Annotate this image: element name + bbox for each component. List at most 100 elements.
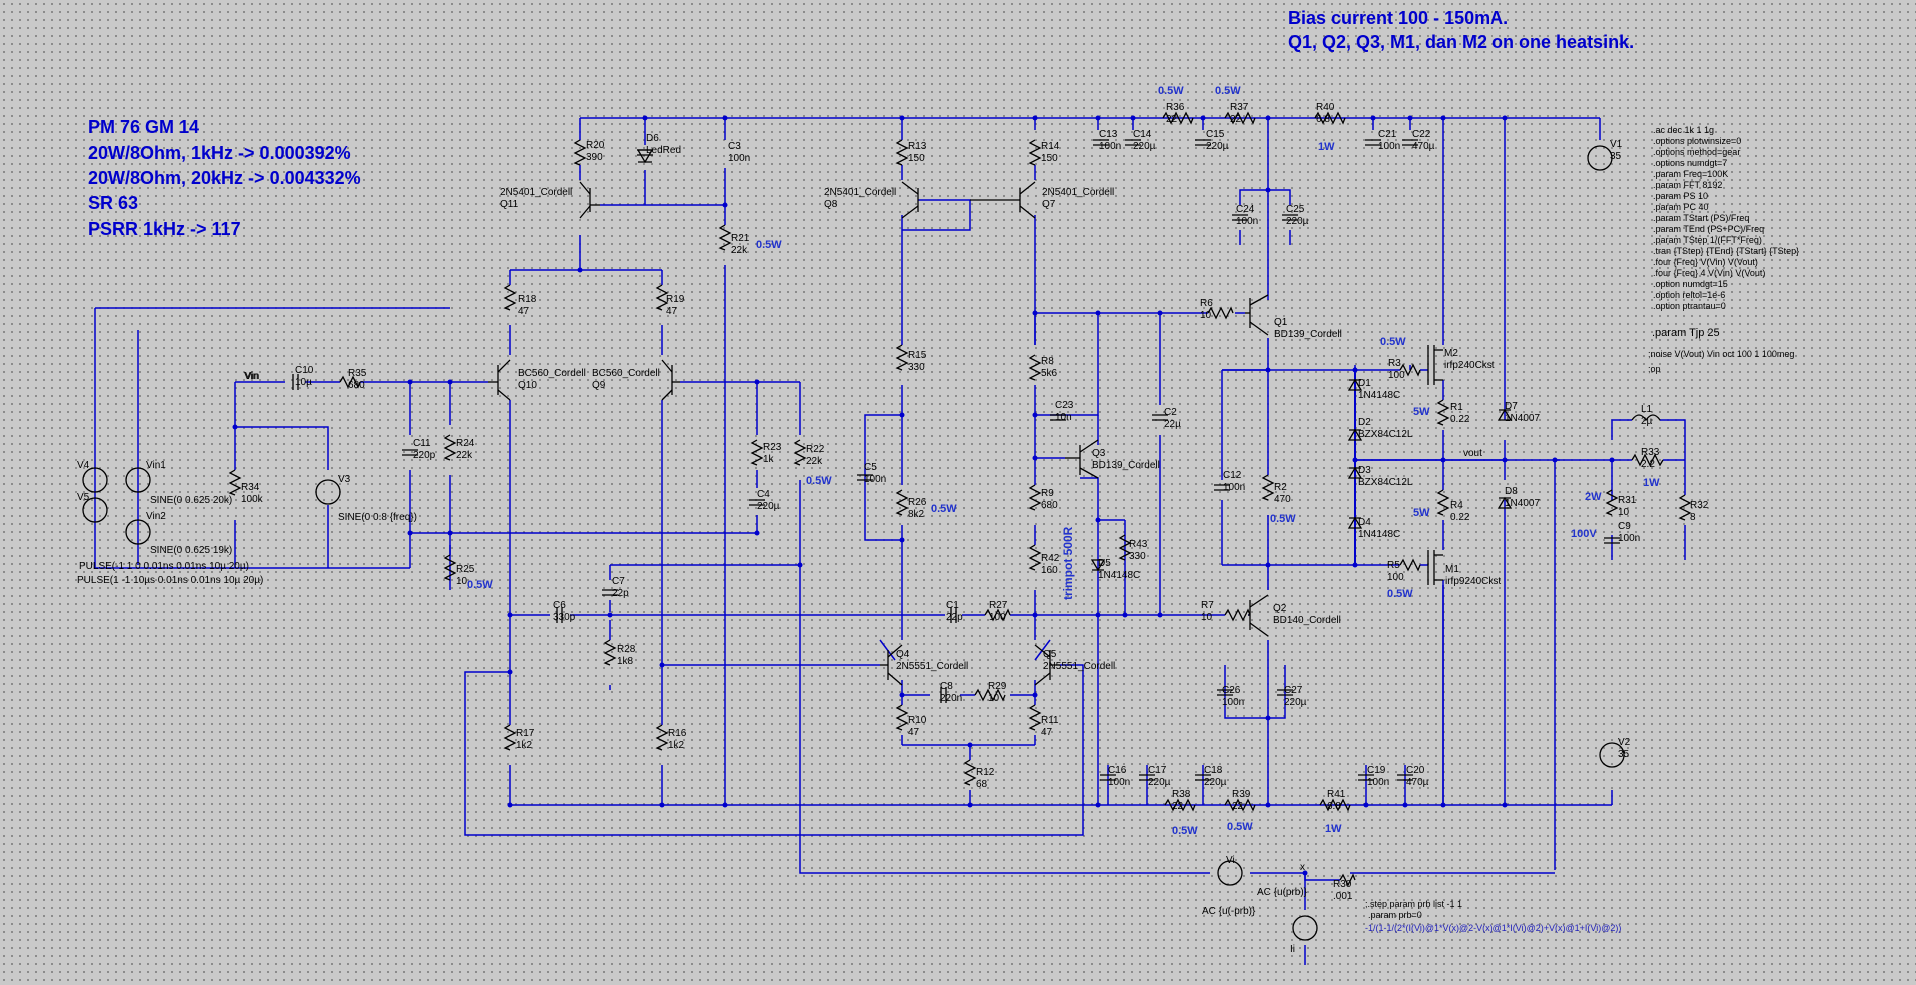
- component-value: 0.22: [1450, 414, 1470, 425]
- component-value: 6.8: [1327, 801, 1341, 812]
- component-value: 220µ: [1284, 697, 1307, 708]
- component-value: 47: [518, 306, 530, 317]
- component-ref: C20: [1406, 765, 1425, 776]
- component-ref: Q1: [1274, 317, 1288, 328]
- component-value: 10: [1201, 612, 1213, 623]
- power-r25: 0.5W: [467, 579, 493, 591]
- component-value: 330: [1129, 551, 1146, 562]
- component-ref: V2: [1618, 737, 1631, 748]
- resistors: [228, 111, 1692, 887]
- spice-directive-line: .param TStep 1/(FFT*Freq): [1653, 235, 1762, 245]
- component-ref: R13: [908, 141, 927, 152]
- spice-directive-line: .options plotwinsize=0: [1653, 136, 1741, 146]
- component-ref: R39: [1232, 789, 1251, 800]
- component-ref: R40: [1316, 102, 1335, 113]
- spice-directive-line: .ac dec 1k 1 1g: [1653, 125, 1714, 135]
- component-ref: R37: [1230, 102, 1249, 113]
- cap-c26-icon: [1217, 689, 1233, 696]
- resistor-r21-icon: [718, 224, 732, 251]
- component-value: 47: [1041, 727, 1053, 738]
- power-r31: 2W: [1585, 491, 1602, 503]
- component-ref: R15: [908, 350, 927, 361]
- spice-directive-line: .param Freq=100K: [1653, 169, 1728, 179]
- component-ref: BC560_Cordell: [592, 368, 660, 379]
- component-value: 8k2: [908, 509, 925, 520]
- component-value: 220µ: [1286, 216, 1309, 227]
- power-r33: 1W: [1643, 477, 1660, 489]
- component-value: 10: [1200, 310, 1212, 321]
- wires: [94, 117, 1686, 965]
- component-ref: R20: [586, 140, 605, 151]
- spice-directive-line: .param FFT 8192: [1653, 180, 1722, 190]
- component-ref: BC560_Cordell: [518, 368, 586, 379]
- component-ref: V5: [77, 492, 90, 503]
- component-ref: C2: [1164, 407, 1177, 418]
- diode-d1-icon: [1347, 378, 1363, 391]
- component-value: 220µ: [757, 501, 780, 512]
- source-v4-icon: [82, 467, 108, 493]
- power-labels: 0.5W 0.5W 1W 0.5W 0.5W 0.5W 0.5W 0.5W 5W…: [467, 85, 1660, 837]
- component-ref: D4: [1358, 517, 1371, 528]
- cap-c21-icon: [1365, 139, 1381, 146]
- note-thd-20khz: 20W/8Ohm, 20kHz -> 0.004332%: [88, 168, 361, 188]
- component-ref: Q4: [896, 649, 910, 660]
- spice-directive-line: .four {Freq} 4 V(Vin) V(Vout): [1653, 268, 1765, 278]
- component-ref: D3: [1358, 465, 1371, 476]
- diode-d7-icon: [1497, 408, 1513, 421]
- component-value: 330p: [553, 612, 576, 623]
- component-ref: 2N5401_Cordell: [500, 187, 572, 198]
- component-value: 10: [456, 576, 468, 587]
- note-heatsink: Q1, Q2, Q3, M1, dan M2 on one heatsink.: [1288, 32, 1634, 52]
- note-psrr: PSRR 1kHz -> 117: [88, 219, 241, 239]
- component-ref: C8: [940, 681, 953, 692]
- power-r40: 1W: [1318, 141, 1335, 153]
- resistor-r42-icon: [1028, 544, 1042, 571]
- component-ref: C13: [1099, 129, 1118, 140]
- source-vin1-value: SINE(0 0.625 20k): [150, 495, 232, 506]
- component-value: 100: [1388, 370, 1405, 381]
- component-ref: Q5: [1043, 649, 1057, 660]
- cap-c2-icon: [1152, 414, 1168, 421]
- component-ref: D7: [1505, 401, 1518, 412]
- resistor-r1-icon: [1436, 399, 1450, 426]
- component-ref: Vin1: [146, 460, 166, 471]
- source-vi-icon: [1217, 860, 1243, 886]
- component-value: LedRed: [646, 145, 681, 156]
- resistor-r2-icon: [1261, 474, 1275, 501]
- component-value: 470µ: [1406, 777, 1429, 788]
- component-value: 10µ: [295, 377, 312, 388]
- cap-c6-icon: [556, 607, 563, 623]
- component-value: 100: [989, 612, 1006, 623]
- net-x: x: [1300, 862, 1305, 873]
- resistor-r23-icon: [750, 439, 764, 466]
- cap-c15-icon: [1195, 139, 1211, 146]
- resistor-r19-icon: [655, 284, 669, 311]
- resistor-r24-icon: [443, 434, 457, 461]
- component-ref: C5: [864, 462, 877, 473]
- component-ref: R2: [1274, 482, 1287, 493]
- component-ref: C10: [295, 365, 314, 376]
- component-ref: 2N5401_Cordell: [1042, 187, 1114, 198]
- component-value: BZX84C12L: [1358, 477, 1413, 488]
- cap-c8-icon: [940, 687, 947, 703]
- component-value: 100k: [241, 494, 264, 505]
- component-value: 150: [1041, 153, 1058, 164]
- power-r1: 5W: [1413, 406, 1430, 418]
- resistor-r36-icon: [1162, 111, 1194, 125]
- component-ref: M1: [1445, 564, 1459, 575]
- component-value: 22k: [456, 450, 473, 461]
- resistor-r31-icon: [1605, 489, 1619, 516]
- source-texts: PULSE(-1 1 0 0.01ns 0.01ns 10µ 20µ) PULS…: [77, 327, 1794, 933]
- component-value: 22: [1232, 801, 1244, 812]
- step-directive: ;.step param prb list -1 1: [1365, 899, 1462, 909]
- component-ref: R6: [1200, 298, 1213, 309]
- source-v3-icon: [315, 479, 341, 505]
- source-v5-value: PULSE(1 -1 10µs 0.01ns 0.01ns 10µ 20µ): [77, 575, 263, 586]
- component-ref: R27: [989, 600, 1008, 611]
- cap-c7-icon: [602, 589, 618, 596]
- power-r36: 0.5W: [1158, 85, 1184, 97]
- component-value: 1N4148C: [1358, 529, 1400, 540]
- source-v5-icon: [82, 497, 108, 523]
- component-value: Q8: [824, 199, 838, 210]
